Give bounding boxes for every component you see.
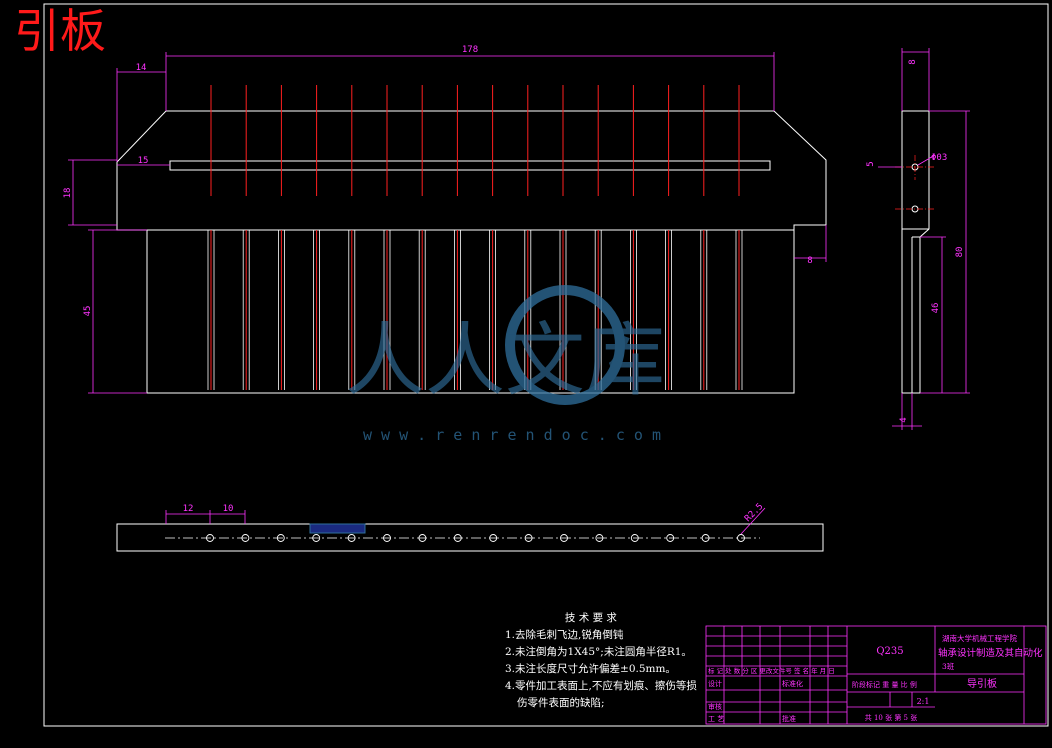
note-item-2: 2.未注倒角为1X45°;未注圆角半径R1。	[505, 646, 692, 658]
strip-outline	[116, 523, 824, 552]
needle-slot-lower	[242, 230, 250, 390]
note-item-5: 伤零件表面的缺陷;	[517, 697, 605, 709]
strip-hole	[241, 534, 250, 542]
dim-side-total: 80	[955, 247, 965, 258]
side-view-outline	[901, 110, 930, 394]
drawing-title: 引板	[14, 4, 106, 58]
needle-slots-upper	[210, 85, 740, 196]
needle-slot-lower	[207, 230, 215, 390]
dim-left-offset: 14	[136, 63, 147, 73]
dim-strip-radius: R2.5	[743, 502, 765, 524]
strip-hole	[312, 534, 321, 542]
dim-side-hole-dia: Φ03	[931, 153, 947, 163]
strip-hole	[560, 534, 568, 542]
tb-class: 3班	[942, 661, 955, 671]
front-view	[116, 110, 827, 394]
needle-slot-lower	[735, 230, 743, 390]
needle-slot-lower	[418, 230, 426, 390]
strip-hole	[489, 534, 498, 542]
needle-slot-lower	[348, 230, 356, 390]
needle-slot-lower	[665, 230, 672, 390]
strip-hole	[383, 534, 391, 542]
tb-school: 湖南大学机械工程学院	[942, 633, 1017, 643]
tb-sheets: 共 10 张 第 5 张	[865, 713, 918, 722]
tb-craft: 工 艺	[708, 715, 724, 723]
dim-groove-offset: 15	[138, 156, 149, 166]
needle-slot-lower	[489, 230, 497, 390]
note-item-1: 1.去除毛刺飞边,锐角倒钝	[505, 629, 624, 641]
watermark-url: w w w . r e n r e n d o c . c o m	[363, 426, 661, 444]
dim-lower-height: 45	[83, 306, 93, 317]
title-block	[705, 625, 1047, 725]
tb-material: Q235	[876, 646, 903, 657]
strip-hole	[666, 534, 675, 542]
needle-slots-lower	[207, 230, 743, 390]
dim-total-width: 178	[462, 45, 478, 55]
side-view-centerlines	[895, 155, 935, 210]
strip-hole	[737, 534, 745, 542]
tb-project: 轴承设计制造及其自动化	[938, 647, 1043, 659]
dim-strip-pitch-a: 12	[183, 504, 194, 514]
dim-right-step: 8	[807, 256, 812, 266]
dim-side-hole-x: 5	[866, 161, 876, 166]
strip-hole	[524, 534, 533, 542]
needle-slot-lower	[630, 230, 637, 390]
technical-requirements: 技 术 要 求 1.去除毛刺飞边,锐角倒钝 2.未注倒角为1X45°;未注圆角半…	[505, 610, 697, 712]
strip-dimensions	[165, 507, 766, 535]
drawing-frame	[43, 3, 1049, 727]
watermark: 人人文库 w w w . r e n r e n d o c . c o m	[345, 285, 665, 444]
guide-groove	[169, 160, 771, 171]
dim-side-lower: 46	[931, 303, 941, 314]
watermark-ring	[505, 285, 625, 405]
strip-holes	[206, 534, 745, 542]
strip-hole	[453, 534, 462, 542]
tb-drawing-name: 导引板	[967, 677, 997, 690]
front-view-dimensions	[68, 52, 827, 394]
dim-left-height: 18	[63, 188, 73, 199]
strip-hole	[630, 534, 639, 542]
strip-hole	[276, 534, 285, 542]
needle-slot-lower	[453, 230, 461, 390]
tb-approve: 批准	[782, 714, 796, 723]
side-view	[901, 110, 930, 394]
top-view-strip	[116, 523, 824, 552]
tb-design: 设计	[708, 679, 722, 688]
note-item-3: 3.未注长度尺寸允许偏差±0.5mm。	[505, 663, 676, 675]
dim-strip-pitch-b: 10	[223, 504, 234, 514]
watermark-text: 人人文库	[345, 314, 665, 407]
tb-review: 审核	[708, 702, 722, 711]
tb-stage-row: 阶段标记 重 量 比 例	[852, 680, 917, 689]
dim-side-top: 8	[908, 59, 918, 64]
tb-header-row: 标 记 处 数 分 区 更改文件号 签 名 年 月 日	[708, 666, 835, 675]
needle-slot-lower	[313, 230, 321, 390]
note-item-4: 4.零件加工表面上,不应有划痕、擦伤等损	[505, 680, 697, 692]
tb-scale: 2:1	[917, 697, 930, 706]
strip-hole	[595, 534, 604, 542]
needle-slot-lower	[559, 230, 567, 390]
needle-slot-lower	[383, 230, 391, 390]
strip-hole	[418, 534, 427, 542]
strip-hatch	[309, 523, 366, 534]
side-view-dimensions	[878, 48, 970, 430]
dim-side-bottom: 4	[899, 417, 909, 422]
needle-slot-lower	[277, 230, 285, 390]
needle-slot-lower	[700, 230, 708, 390]
tb-standardize: 标准化	[782, 679, 803, 688]
strip-hole	[347, 534, 356, 542]
strip-hole	[206, 534, 214, 542]
strip-hole	[701, 534, 710, 542]
front-view-outline	[116, 110, 827, 394]
notes-heading: 技 术 要 求	[564, 612, 617, 624]
